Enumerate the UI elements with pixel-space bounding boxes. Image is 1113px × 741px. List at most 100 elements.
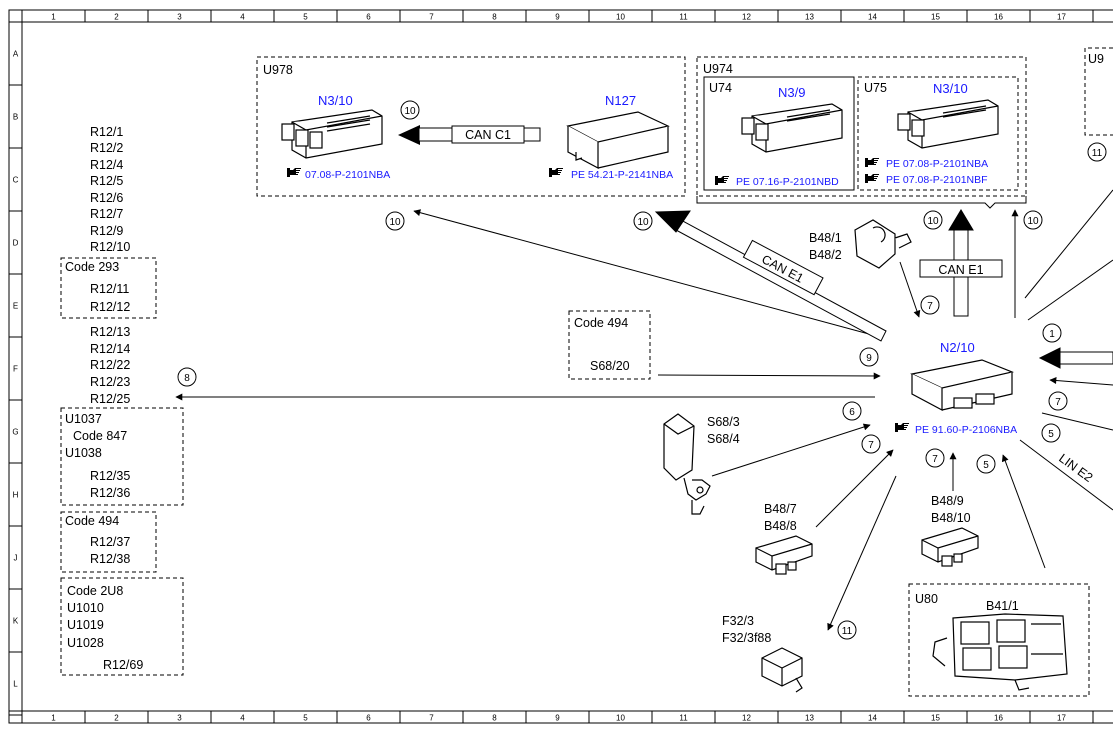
b41-1-label: B41/1: [986, 599, 1019, 613]
connections: [175, 189, 1113, 631]
u1038-label: U1038: [65, 446, 102, 460]
list-item: R12/69: [103, 658, 143, 672]
column-label: 14: [868, 714, 877, 723]
list-item: R12/10: [90, 240, 130, 254]
seat-belt-buckle-icon: [663, 413, 711, 515]
seat-mat-icon: [932, 613, 1068, 691]
callout-circle: 6: [842, 401, 862, 421]
svg-text:11: 11: [842, 626, 853, 637]
column-label: 11: [679, 13, 688, 22]
row-label: K: [13, 617, 19, 626]
u1037-box: [60, 407, 184, 506]
s68-4-label: S68/4: [707, 432, 740, 446]
b48-8-label: B48/8: [764, 519, 797, 533]
column-label: 7: [429, 13, 434, 22]
u80-box: [908, 583, 1090, 697]
row-label: B: [13, 113, 18, 122]
column-label: 8: [492, 13, 497, 22]
hand-pointer-icon: [715, 176, 729, 185]
column-label: 10: [616, 13, 625, 22]
can-c1-label: CAN C1: [465, 128, 511, 142]
callouts: 10 10 10 10 11 7 1 7 5 9 8 6 7 7 5 11: [177, 142, 1107, 640]
svg-text:7: 7: [868, 440, 874, 451]
b48-7-label: B48/7: [764, 502, 797, 516]
callout-circle: 11: [837, 620, 857, 640]
column-label: 16: [994, 714, 1003, 723]
column-label: 13: [805, 13, 814, 22]
svg-text:1: 1: [1049, 329, 1055, 340]
b48-2-label: B48/2: [809, 248, 842, 262]
u974-group: U974 U74 N3/9 PE 07.16-P-2101NBD U75 N3/…: [696, 47, 1113, 209]
list-item: R12/35: [90, 469, 130, 483]
column-label: 3: [177, 714, 182, 723]
n3-10-ref: 07.08-P-2101NBA: [305, 169, 390, 181]
row-label: A: [13, 50, 19, 59]
fuse-icon: [761, 647, 803, 693]
list-item: R12/38: [90, 552, 130, 566]
code293-label: Code 293: [65, 260, 119, 274]
row-label: J: [14, 554, 18, 563]
callout-circle: 5: [976, 454, 996, 474]
column-label: 7: [429, 714, 434, 723]
column-label: 2: [114, 13, 119, 22]
can-e1-box: [919, 259, 1003, 278]
svg-text:9: 9: [866, 353, 872, 364]
n3-10-u75-label: N3/10: [933, 81, 968, 96]
code494-box: [568, 310, 651, 380]
column-label: 5: [303, 13, 308, 22]
row-label: C: [13, 176, 19, 185]
svg-text:11: 11: [1092, 148, 1103, 159]
column-label: 15: [931, 13, 940, 22]
u974-label: U974: [703, 62, 733, 76]
n3-9-ref: PE 07.16-P-2101NBD: [736, 176, 839, 188]
code293-box: [60, 257, 157, 319]
column-label: 4: [240, 714, 245, 723]
control-unit-icon: [566, 111, 670, 169]
f32-3f88-label: F32/3f88: [722, 631, 771, 645]
svg-text:7: 7: [927, 301, 933, 312]
arrow-head: [398, 125, 420, 145]
s68-3-label: S68/3: [707, 415, 740, 429]
svg-text:7: 7: [1055, 397, 1061, 408]
callout-circle: 9: [859, 347, 879, 367]
u1037-label: U1037: [65, 412, 102, 426]
bracket: [696, 196, 1027, 209]
u978-label: U978: [263, 63, 293, 77]
callout-circle: 7: [920, 295, 940, 315]
code494-left-box: [60, 511, 157, 573]
list-item: R12/25: [90, 392, 130, 406]
list-item: R12/22: [90, 358, 130, 372]
u1010-label: U1010: [67, 601, 104, 615]
column-label: 11: [679, 714, 688, 723]
row-label: D: [13, 239, 19, 248]
u74-label: U74: [709, 81, 732, 95]
n127-ref: PE 54.21-P-2141NBA: [571, 169, 673, 181]
s68-20-label: S68/20: [590, 359, 630, 373]
row-label: L: [13, 680, 18, 689]
svg-text:5: 5: [983, 460, 989, 471]
code847-label: Code 847: [73, 429, 127, 443]
b48-1-label: B48/1: [809, 231, 842, 245]
column-label: 15: [931, 714, 940, 723]
column-label: 12: [742, 714, 751, 723]
n2-10-group: N2/10 PE 91.60-P-2106NBA: [895, 340, 1017, 436]
svg-text:8: 8: [184, 373, 190, 384]
n2-10-ref: PE 91.60-P-2106NBA: [915, 424, 1017, 436]
svg-text:7: 7: [932, 454, 938, 465]
column-label: 10: [616, 714, 625, 723]
list-item: R12/4: [90, 158, 123, 172]
callout-circle: 7: [1048, 391, 1068, 411]
left-component-list: R12/1 R12/2 R12/4 R12/5 R12/6 R12/7 R12/…: [60, 125, 184, 676]
row-label: E: [13, 302, 18, 311]
lin-e2-label: LIN E2: [1056, 451, 1095, 485]
callout-circle: 8: [177, 367, 197, 387]
callout-circle: 10: [404, 106, 416, 117]
callout-circle: 5: [1041, 423, 1061, 443]
column-label: 4: [240, 13, 245, 22]
list-item: R12/2: [90, 141, 123, 155]
u9-partial-label: U9: [1088, 52, 1104, 66]
n3-10-ref1: PE 07.08-P-2101NBA: [886, 158, 988, 170]
hand-pointer-icon: [865, 158, 879, 167]
code494-label: Code 494: [574, 316, 628, 330]
